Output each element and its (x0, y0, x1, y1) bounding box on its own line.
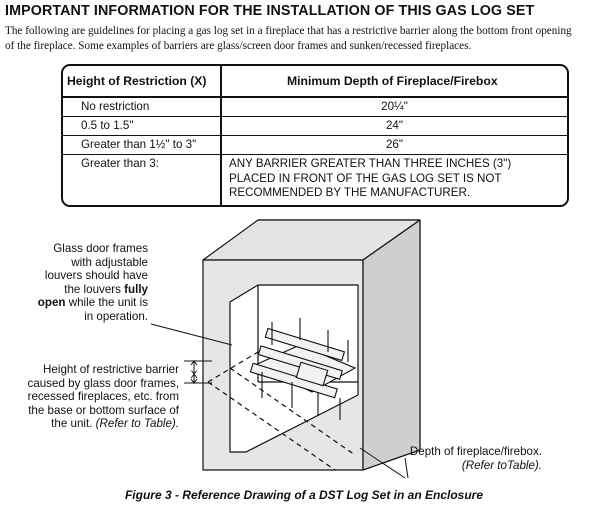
note-line: Depth of fireplace/firebox. (409, 445, 542, 458)
floor-dashed-line (207, 381, 336, 471)
note-refer-table: (Refer toTable). (461, 458, 542, 472)
enclosure-side-face (362, 219, 421, 471)
note-line: Glass door frames (53, 242, 148, 255)
leader-glass-door (150, 323, 233, 346)
note-line: recessed fireplaces, etc. from (27, 390, 179, 404)
note-barrier-height: Height of restrictive barrier caused by … (28, 363, 179, 431)
header-divider (63, 96, 567, 98)
intro-paragraph: The following are guidelines for placing… (5, 24, 608, 53)
header-height: Height of Restriction (X) (67, 74, 207, 88)
note-line-rest: while the unit is (65, 296, 148, 310)
row-half-inch-height: 0.5 to 1.5" (81, 119, 134, 132)
note-line: (Refer toTable). (410, 459, 542, 473)
row-no-restriction-depth: 20¼" (381, 100, 408, 113)
warning-line: PLACED IN FRONT OF THE GAS LOG SET IS NO… (229, 171, 502, 185)
row-greater-3-height: Greater than 3: (81, 157, 159, 170)
figure-caption: Figure 3 - Reference Drawing of a DST Lo… (124, 488, 484, 502)
note-line: the unit. (Refer to Table). (28, 417, 179, 431)
note-line: in operation. (84, 309, 148, 323)
row-no-restriction-height: No restriction (81, 100, 150, 113)
floor-dashed-line (229, 367, 356, 456)
row-divider (63, 116, 567, 117)
note-line: louvers should have (44, 269, 148, 283)
dimension-arrow-up (190, 360, 198, 366)
row-greater-1-5-height: Greater than 1½" to 3" (81, 138, 197, 151)
header-depth: Minimum Depth of Fireplace/Firebox (287, 74, 498, 88)
intro-line: of the fireplace. Some examples of barri… (5, 39, 472, 52)
note-depth: Depth of fireplace/firebox. (Refer toTab… (410, 445, 542, 472)
restriction-table: Height of Restriction (X) Minimum Depth … (61, 64, 569, 207)
row-divider (63, 135, 567, 136)
row-half-inch-depth: 24" (385, 119, 403, 132)
note-line-start: the unit. (51, 417, 96, 431)
dimension-arrow-down (190, 378, 198, 384)
note-line: with adjustable (71, 255, 148, 269)
intro-line: The following are guidelines for placing… (5, 25, 572, 37)
note-line: caused by glass door frames, (27, 376, 179, 390)
note-line-start: the louvers (64, 282, 125, 296)
warning-line: RECOMMENDED BY THE MANUFACTURER. (229, 186, 471, 199)
row-divider (63, 154, 567, 155)
burner-box (295, 361, 329, 387)
note-line: the louvers fully (38, 283, 148, 297)
note-bold-open: open (37, 296, 66, 310)
note-line: the base or bottom surface of (28, 403, 179, 417)
note-refer-table: (Refer to Table). (95, 417, 179, 431)
leader-lines (150, 323, 409, 479)
dimension-x-label: X (190, 369, 198, 381)
note-bold-fully: fully (124, 282, 148, 296)
warning-line: ANY BARRIER GREATER THAN THREE INCHES (3… (229, 157, 512, 170)
log (264, 327, 346, 362)
note-glass-door: Glass door frames with adjustable louver… (38, 242, 148, 324)
row-greater-3-warning: ANY BARRIER GREATER THAN THREE INCHES (3… (229, 157, 564, 201)
row-greater-1-5-depth: 26" (385, 138, 403, 151)
depth-dimension-tick (404, 457, 409, 479)
note-line: open while the unit is (38, 296, 148, 310)
floor-dashed-line (207, 351, 259, 383)
depth-dimension-line (359, 447, 406, 479)
page-title: IMPORTANT INFORMATION FOR THE INSTALLATI… (5, 3, 535, 19)
note-line: Height of restrictive barrier (43, 363, 179, 376)
gas-log-set (249, 318, 357, 420)
